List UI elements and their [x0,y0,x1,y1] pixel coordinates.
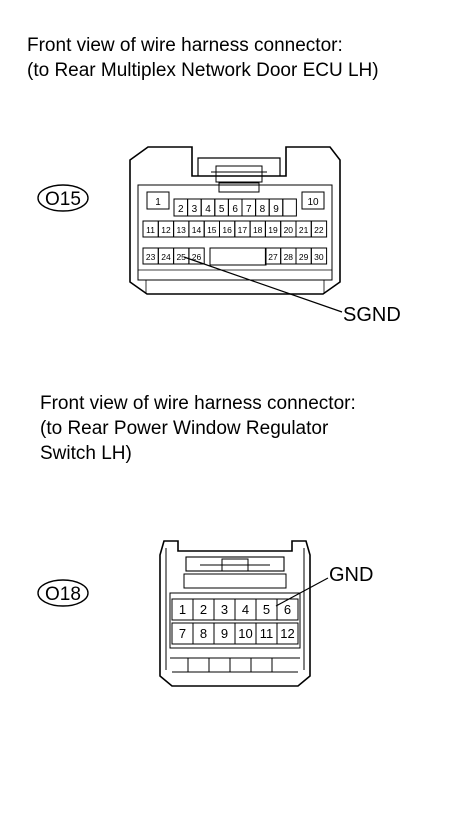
connector-1-pin: 12 [161,225,171,235]
connector-1-pin: 24 [161,252,171,262]
connector-2-code-badge [37,579,89,607]
connector-1-code: O15 [45,189,81,210]
connector-1-pin: 23 [146,252,156,262]
connector-2-pin: 5 [263,602,270,617]
connector-1-pin: 20 [284,225,294,235]
connector-2-pin: 11 [260,626,274,641]
connector-2-pin: 3 [221,602,228,617]
connector-1-inner-frame [137,184,333,281]
connector-2-caption: Front view of wire harness connector: (t… [40,393,356,464]
connector-1-pin: 16 [222,225,232,235]
connector-1-callout-line [183,256,343,313]
connector-1-pin: 8 [260,204,266,215]
connector-1-pin: 6 [232,204,238,215]
connector-1-pin: 19 [268,225,278,235]
connector-2-code: O18 [45,584,81,605]
connector-1-pin: 14 [192,225,202,235]
connector-1-pin: 1 [155,197,161,208]
connector-1-pin: 11 [146,225,155,235]
connector-1-pin: 7 [246,204,252,215]
connector-1-pin: 15 [207,225,217,235]
connector-1-pin: 30 [314,252,324,262]
connector-2-pin: 12 [280,626,294,641]
connector-2: O18 1 2 3 4 [37,540,373,687]
connector-2-pin: 6 [284,602,291,617]
connector-1-pin: 4 [205,204,211,215]
connector-1-pin: 25 [176,252,186,262]
connector-2-callout-label: GND [329,564,373,586]
connector-1-pin: 18 [253,225,263,235]
connector-1: O15 [37,146,401,326]
connector-2-pin: 2 [200,602,207,617]
connector-1-pin: 29 [299,252,309,262]
connector-1-code-badge [37,184,89,212]
connector-1-pin: 28 [284,252,294,262]
connector-2-pin: 9 [221,626,228,641]
connector-1-pin: 17 [238,225,248,235]
connector-1-pin: 22 [314,225,324,235]
connector-1-callout-label: SGND [343,304,401,326]
connector-1-caption: Front view of wire harness connector: (t… [27,35,379,81]
connector-2-pin: 7 [179,626,186,641]
connector-2-callout-line [275,577,329,607]
connector-2-pin: 10 [238,626,252,641]
connector-1-pin: 13 [176,225,186,235]
connector-2-housing [159,540,311,687]
connector-1-pin: 9 [273,204,279,215]
connector-1-pin: 5 [219,204,225,215]
connector-1-pin: 26 [192,252,202,262]
connector-1-pin: 2 [178,204,184,215]
connector-1-lock-inner [215,165,263,183]
connector-1-lock-tab [197,157,281,176]
connector-2-pin: 8 [200,626,207,641]
connector-1-pin: 27 [268,252,278,262]
connector-1-key-slot [209,247,267,266]
connector-2-pin: 1 [179,602,186,617]
connector-2-inner-frame [169,592,301,649]
connector-2-pin: 4 [242,602,249,617]
connector-1-housing [129,146,341,295]
connector-1-pin: 3 [192,204,198,215]
connector-1-pin: 10 [307,197,319,208]
connector-1-pin: 21 [299,225,309,235]
